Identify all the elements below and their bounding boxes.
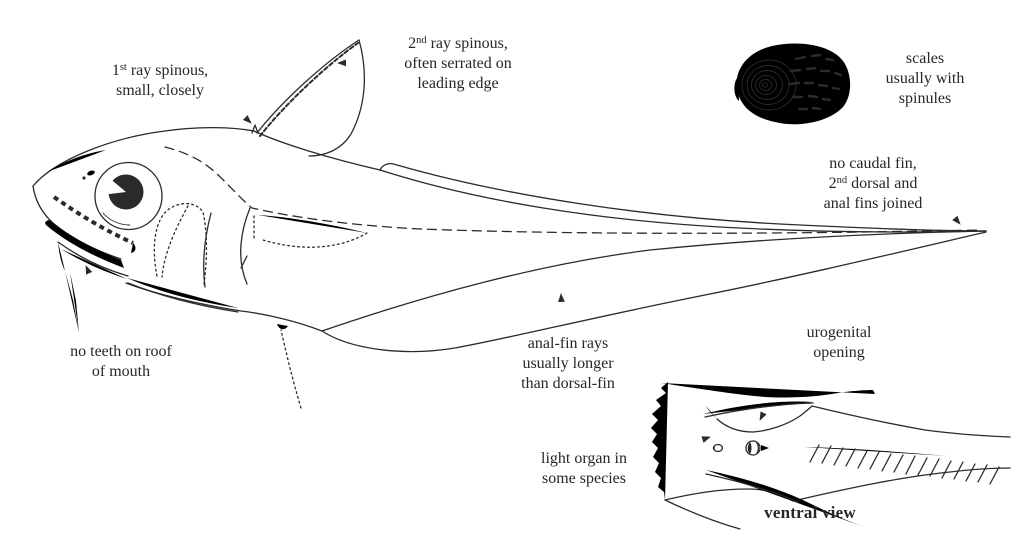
label-line: opening bbox=[813, 344, 865, 361]
snout-ridge bbox=[52, 195, 134, 245]
first-dorsal-spine bbox=[251, 124, 259, 134]
eye bbox=[94, 161, 163, 231]
label-no-teeth: no teeth on roof of mouth bbox=[54, 342, 188, 382]
arrow-second-ray bbox=[337, 59, 391, 67]
label-line: usually with bbox=[885, 70, 965, 87]
label-light-organ: light organ in some species bbox=[512, 449, 656, 489]
label-line: scales bbox=[905, 50, 945, 67]
label-scales: scales usually with spinules bbox=[863, 49, 987, 109]
gill-cover-edge bbox=[127, 278, 238, 308]
light-organ bbox=[712, 443, 724, 453]
first-dorsal-fin bbox=[256, 39, 366, 157]
label-no-caudal-fin: no caudal fin, 2nd dorsal and anal fins … bbox=[803, 154, 943, 214]
mouth-and-barbel bbox=[32, 185, 129, 333]
pelvic-fin bbox=[243, 314, 302, 416]
urogenital-opening bbox=[745, 440, 769, 456]
label-first-ray-spinous: 1st ray spinous, small, closely bbox=[92, 61, 228, 101]
label-line: 2nd ray spinous, bbox=[408, 35, 508, 52]
anal-fin bbox=[321, 230, 987, 332]
label-line: than dorsal-fin bbox=[521, 375, 615, 392]
label-line: urogenital bbox=[806, 324, 872, 341]
label-line: 2nd dorsal and bbox=[828, 175, 918, 192]
caption-ventral-view: ventral view bbox=[764, 503, 856, 522]
label-second-ray-spinous: 2nd ray spinous, often serrated on leadi… bbox=[390, 34, 526, 94]
cleithrum-line bbox=[240, 207, 251, 285]
arrow-no-teeth bbox=[85, 265, 117, 337]
pectoral-fin bbox=[251, 213, 368, 248]
head-details bbox=[47, 150, 251, 313]
vent bbox=[277, 324, 288, 330]
label-line: 1st ray spinous, bbox=[111, 62, 209, 79]
label-line: often serrated on bbox=[404, 55, 512, 72]
scale-illustration bbox=[734, 43, 851, 125]
label-line: some species bbox=[542, 470, 626, 487]
second-dorsal-fin bbox=[379, 163, 987, 232]
leader-arrows bbox=[85, 59, 961, 459]
preopercle-line bbox=[161, 205, 189, 278]
nostril bbox=[82, 176, 86, 180]
label-line: usually longer bbox=[522, 355, 614, 372]
spinules bbox=[788, 53, 843, 111]
arrow-first-ray bbox=[229, 102, 252, 124]
pupil bbox=[108, 174, 144, 210]
label-line: anal fins joined bbox=[823, 195, 923, 212]
ventral-pelvic-fin bbox=[703, 401, 814, 418]
label-line: leading edge bbox=[417, 75, 499, 92]
label-urogenital-opening: urogenital opening bbox=[777, 323, 901, 363]
growth-rings bbox=[741, 59, 797, 111]
label-line: no teeth on roof bbox=[70, 343, 172, 360]
lateral-line bbox=[164, 146, 983, 234]
ventral-view-illustration bbox=[648, 382, 1011, 530]
cut-edge bbox=[651, 382, 668, 500]
label-line: light organ in bbox=[541, 450, 627, 467]
label-line: small, closely bbox=[116, 82, 204, 99]
label-line: of mouth bbox=[91, 363, 151, 380]
label-line: no caudal fin, bbox=[829, 155, 917, 172]
label-line: spinules bbox=[898, 90, 952, 107]
fish-lateral-view bbox=[32, 39, 987, 416]
label-line: anal-fin rays bbox=[527, 335, 609, 352]
chin-barbel bbox=[65, 271, 79, 333]
label-anal-fin-rays: anal-fin rays usually longer than dorsal… bbox=[506, 334, 630, 394]
